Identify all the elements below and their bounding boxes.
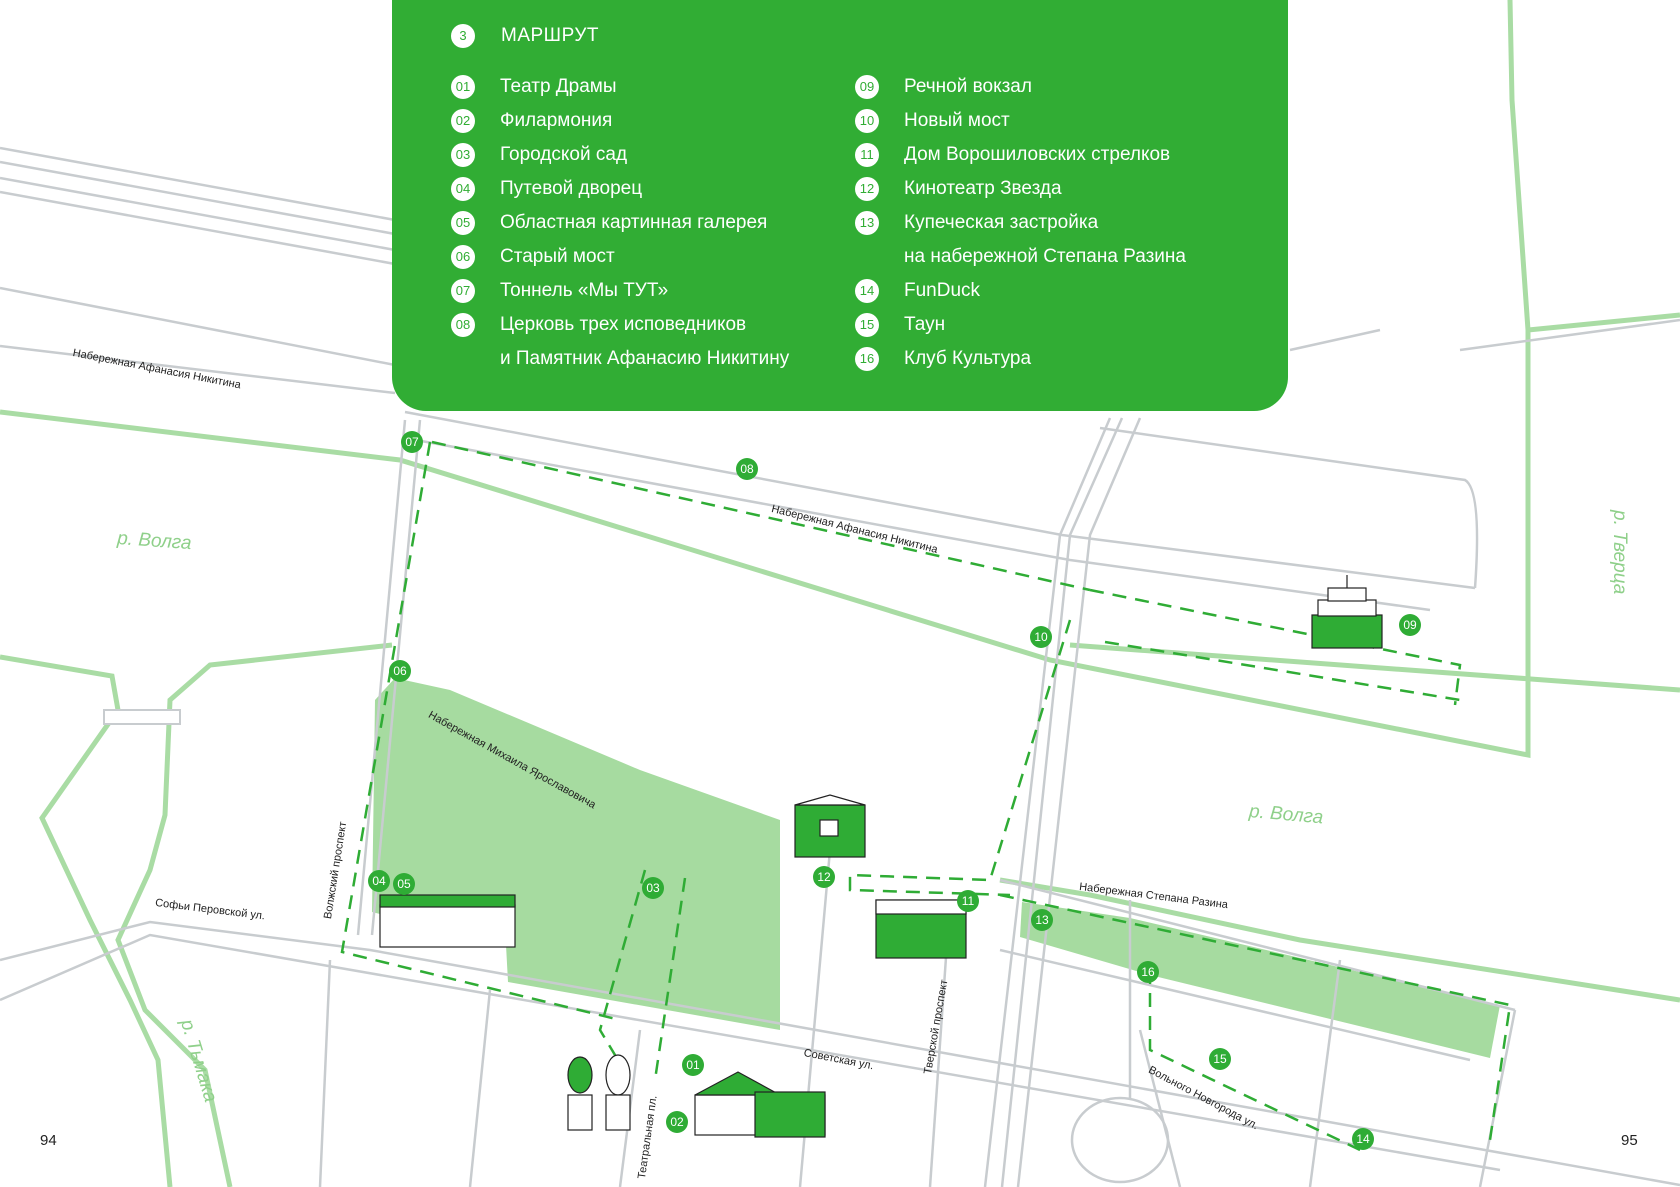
- landmark-drawings: [379, 575, 1383, 1138]
- map-marker-04[interactable]: 04: [368, 870, 390, 892]
- small-bridge: [103, 709, 181, 725]
- route-title: МАРШРУТ: [501, 25, 600, 46]
- legend-badge-15: 15: [855, 313, 879, 337]
- legend-badge-05: 05: [451, 211, 475, 235]
- map-marker-11[interactable]: 11: [957, 890, 979, 912]
- map-marker-10[interactable]: 10: [1030, 626, 1052, 648]
- map-marker-01[interactable]: 01: [682, 1054, 704, 1076]
- legend-badge-10: 10: [855, 109, 879, 133]
- legend-item-14[interactable]: FunDuck: [904, 280, 981, 301]
- route-number-badge: 3: [451, 24, 475, 48]
- map-marker-05[interactable]: 05: [393, 873, 415, 895]
- legend-item-10[interactable]: Новый мост: [904, 110, 1010, 131]
- legend-item-08[interactable]: Церковь трех исповедников: [500, 314, 747, 335]
- legend-item-15[interactable]: Таун: [904, 314, 946, 335]
- river-label-tvertsa: р. Тверца: [1609, 510, 1630, 595]
- map-marker-12[interactable]: 12: [813, 866, 835, 888]
- legend-badge-16: 16: [855, 347, 879, 371]
- legend-item-02[interactable]: Филармония: [500, 110, 613, 131]
- legend-badge-14: 14: [855, 279, 879, 303]
- page-number-right: 95: [1621, 1132, 1638, 1149]
- legend-item-05[interactable]: Областная картинная галерея: [500, 212, 768, 233]
- legend-badge-09: 09: [855, 75, 879, 99]
- route-legend-panel: 3 МАРШРУТ 01 Театр Драмы 02 Филармония 0…: [392, 0, 1288, 411]
- legend-item-16[interactable]: Клуб Культура: [904, 348, 1032, 369]
- map-marker-16[interactable]: 16: [1137, 961, 1159, 983]
- legend-badge-02: 02: [451, 109, 475, 133]
- map-marker-03[interactable]: 03: [642, 877, 664, 899]
- legend-badge-11: 11: [855, 143, 879, 167]
- legend-item-08-line2: и Памятник Афанасию Никитину: [500, 348, 790, 369]
- legend-badge-06: 06: [451, 245, 475, 269]
- legend-item-06[interactable]: Старый мост: [500, 246, 615, 267]
- legend-item-11[interactable]: Дом Ворошиловских стрелков: [904, 144, 1171, 165]
- legend-item-09[interactable]: Речной вокзал: [904, 76, 1032, 97]
- map-marker-13[interactable]: 13: [1031, 909, 1053, 931]
- legend-badge-07: 07: [451, 279, 475, 303]
- roads: [0, 146, 1680, 1187]
- map-marker-09[interactable]: 09: [1399, 614, 1421, 636]
- map-marker-14[interactable]: 14: [1352, 1128, 1374, 1150]
- legend-item-04[interactable]: Путевой дворец: [500, 178, 643, 199]
- legend-item-13-line2: на набережной Степана Разина: [904, 246, 1186, 267]
- roundabout: [1070, 1096, 1170, 1184]
- map-marker-02[interactable]: 02: [666, 1111, 688, 1133]
- map-marker-07[interactable]: 07: [401, 431, 423, 453]
- map-marker-15[interactable]: 15: [1209, 1048, 1231, 1070]
- legend-item-12[interactable]: Кинотеатр Звезда: [904, 178, 1062, 199]
- legend-item-13[interactable]: Купеческая застройка: [904, 212, 1099, 233]
- page-number-left: 94: [40, 1132, 57, 1149]
- legend-item-03[interactable]: Городской сад: [500, 144, 628, 165]
- legend-item-07[interactable]: Тоннель «Мы ТУТ»: [500, 280, 669, 301]
- legend-item-01[interactable]: Театр Драмы: [500, 76, 617, 97]
- map-marker-08[interactable]: 08: [736, 458, 758, 480]
- legend-badge-13: 13: [855, 211, 879, 235]
- walking-route: [340, 440, 1512, 1152]
- legend-badge-03: 03: [451, 143, 475, 167]
- legend-badge-12: 12: [855, 177, 879, 201]
- map-marker-06[interactable]: 06: [389, 660, 411, 682]
- park-razina: [1020, 902, 1500, 1058]
- legend-badge-04: 04: [451, 177, 475, 201]
- legend-badge-08: 08: [451, 313, 475, 337]
- park-gorodskoy-sad: [372, 678, 780, 1030]
- legend-badge-01: 01: [451, 75, 475, 99]
